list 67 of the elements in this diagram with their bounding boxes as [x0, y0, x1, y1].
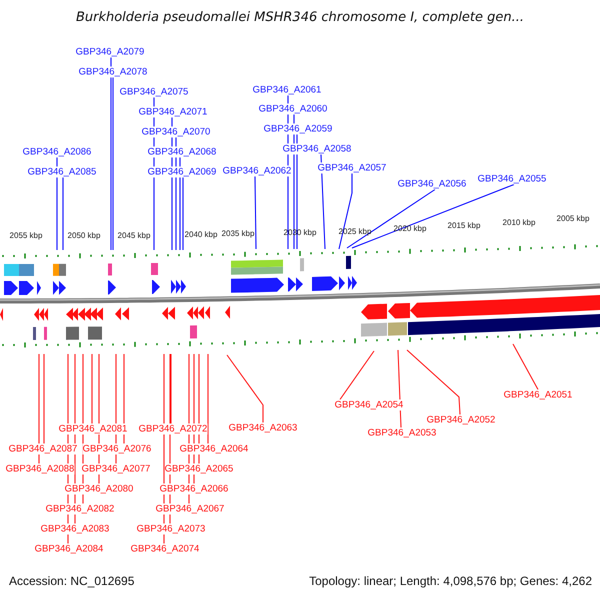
leader-line	[512, 344, 538, 390]
leader-line	[398, 350, 402, 428]
scale-label: 2035 kbp	[222, 229, 254, 239]
gene-label: GBP346_A2063	[228, 422, 298, 434]
gene-label: GBP346_A2083	[40, 524, 110, 534]
gene-label: GBP346_A2069	[148, 166, 216, 178]
gene-label: GBP346_A2079	[76, 46, 144, 58]
gene-label: GBP346_A2080	[64, 484, 134, 494]
gene-label: GBP346_A2057	[318, 162, 386, 174]
chart-title: Burkholderia pseudomallei MSHR346 chromosome I, complete gen...	[74, 10, 526, 26]
leader-line	[254, 176, 256, 250]
gene-label: GBP346_A2054	[334, 400, 404, 410]
gene-label: GBP346_A2071	[138, 106, 208, 118]
leader-line	[338, 173, 352, 250]
gene-label: GBP346_A2082	[46, 504, 114, 514]
scale-label: 2010 kbp	[502, 218, 536, 228]
gene-label: GBP346_A2072	[138, 424, 208, 434]
gene-label: GBP346_A2058	[282, 144, 352, 154]
gene-label: GBP346_A2060	[258, 104, 328, 114]
gene-label: GBP346_A2062	[222, 166, 292, 176]
gene-label: GBP346_A2066	[160, 484, 228, 494]
leader-line	[112, 77, 114, 250]
gene-label: GBP346_A2067	[156, 504, 224, 514]
gene-label: GBP346_A2070	[142, 126, 210, 138]
scale-label: 2055 kbp	[10, 231, 42, 241]
gene-label: GBP346_A2085	[28, 166, 96, 178]
leader-line	[62, 177, 64, 250]
gene-label: GBP346_A2053	[368, 428, 436, 438]
leader-line	[110, 57, 112, 250]
leader-line	[340, 350, 374, 400]
leader-line	[352, 184, 514, 248]
scale-label: 2005 kbp	[556, 214, 590, 224]
gene-label: GBP346_A2081	[58, 424, 128, 434]
leader-line	[38, 354, 40, 464]
gene-label: GBP346_A2056	[398, 178, 466, 190]
gene-label: GBP346_A2086	[22, 146, 92, 158]
leader-line	[296, 134, 298, 250]
gene-label: GBP346_A2088	[6, 464, 74, 474]
leader-line	[406, 350, 460, 415]
gene-label: GBP346_A2061	[252, 84, 322, 96]
gene-label: GBP346_A2064	[180, 444, 248, 454]
leader-line	[182, 177, 184, 250]
gene-label: GBP346_A2077	[82, 464, 150, 474]
scale-label: 2050 kbp	[68, 231, 100, 241]
gene-label: GBP346_A2074	[130, 544, 200, 554]
leader-line	[346, 189, 436, 248]
accession-text: Accession: NC_012695	[9, 574, 134, 588]
gene-label: GBP346_A2055	[478, 174, 546, 184]
gene-label: GBP346_A2076	[82, 444, 152, 454]
scale-label: 2015 kbp	[448, 221, 480, 231]
gene-label: GBP346_A2075	[120, 86, 188, 98]
leader-line	[56, 157, 58, 250]
sequence-info-text: Topology: linear; Length: 4,098,576 bp; Genes: 4,262	[309, 574, 592, 588]
gene-label: GBP346_A2052	[426, 414, 496, 426]
scale-label: 2045 kbp	[118, 231, 150, 241]
leader-line	[320, 154, 326, 250]
gene-label: GBP346_A2073	[136, 524, 206, 534]
gene-label: GBP346_A2051	[504, 390, 572, 400]
gene-label: GBP346_A2065	[164, 464, 234, 474]
scale-label: 2040 kbp	[184, 230, 218, 240]
gene-label: GBP346_A2059	[264, 124, 332, 134]
gene-label: GBP346_A2084	[34, 544, 104, 554]
gene-label: GBP346_A2068	[148, 146, 216, 158]
gene-label: GBP346_A2078	[78, 66, 148, 78]
gene-label: GBP346_A2087	[8, 444, 78, 454]
leader-line	[226, 354, 264, 423]
leader-line	[170, 354, 172, 424]
